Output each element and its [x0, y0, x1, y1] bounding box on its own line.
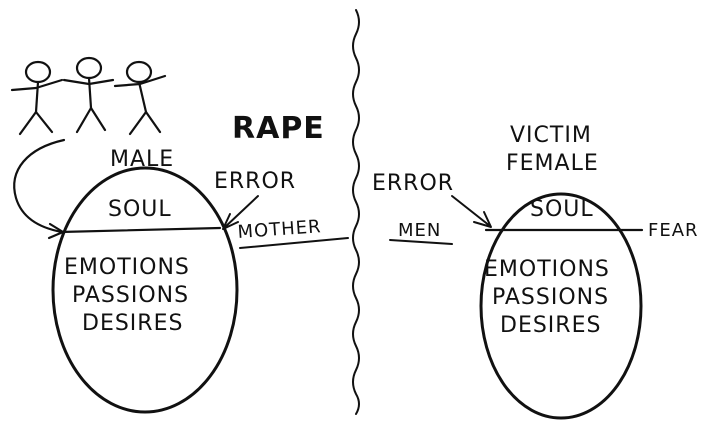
left-desires-label: DESIRES: [82, 311, 183, 336]
title-rape: RAPE: [232, 111, 325, 146]
right-fear-label: FEAR: [648, 220, 699, 241]
right-desires-label: DESIRES: [500, 313, 601, 338]
left-error-label: ERROR: [214, 169, 296, 194]
stick-figure-2: [62, 56, 115, 134]
right-female-label: FEMALE: [506, 151, 599, 176]
right-passions-label: PASSIONS: [492, 285, 609, 310]
right-error-label: ERROR: [372, 171, 454, 196]
left-emotions-label: EMOTIONS: [64, 255, 190, 280]
stick-figure-3: [113, 60, 167, 136]
left-passions-label: PASSIONS: [72, 283, 189, 308]
left-mother-underline: [239, 237, 349, 249]
left-male-label: MALE: [110, 147, 174, 172]
right-men-label: MEN: [398, 220, 441, 241]
left-soul-label: SOUL: [108, 197, 172, 222]
stick-figure-1: [10, 60, 64, 136]
right-error-arrow: [451, 195, 492, 228]
wavy-divider: [352, 9, 360, 415]
curved-arrow: [13, 138, 66, 234]
left-error-arrow: [222, 195, 259, 230]
men-underline: [389, 239, 453, 245]
right-victim-label: VICTIM: [510, 123, 592, 148]
left-mother-label: MOTHER: [237, 216, 322, 243]
left-oval: [51, 166, 239, 414]
right-soul-label: SOUL: [530, 197, 594, 222]
right-oval: [479, 192, 643, 420]
right-emotions-label: EMOTIONS: [484, 257, 610, 282]
stick-figure-group: [10, 56, 167, 136]
left-divider-line: [58, 226, 222, 234]
